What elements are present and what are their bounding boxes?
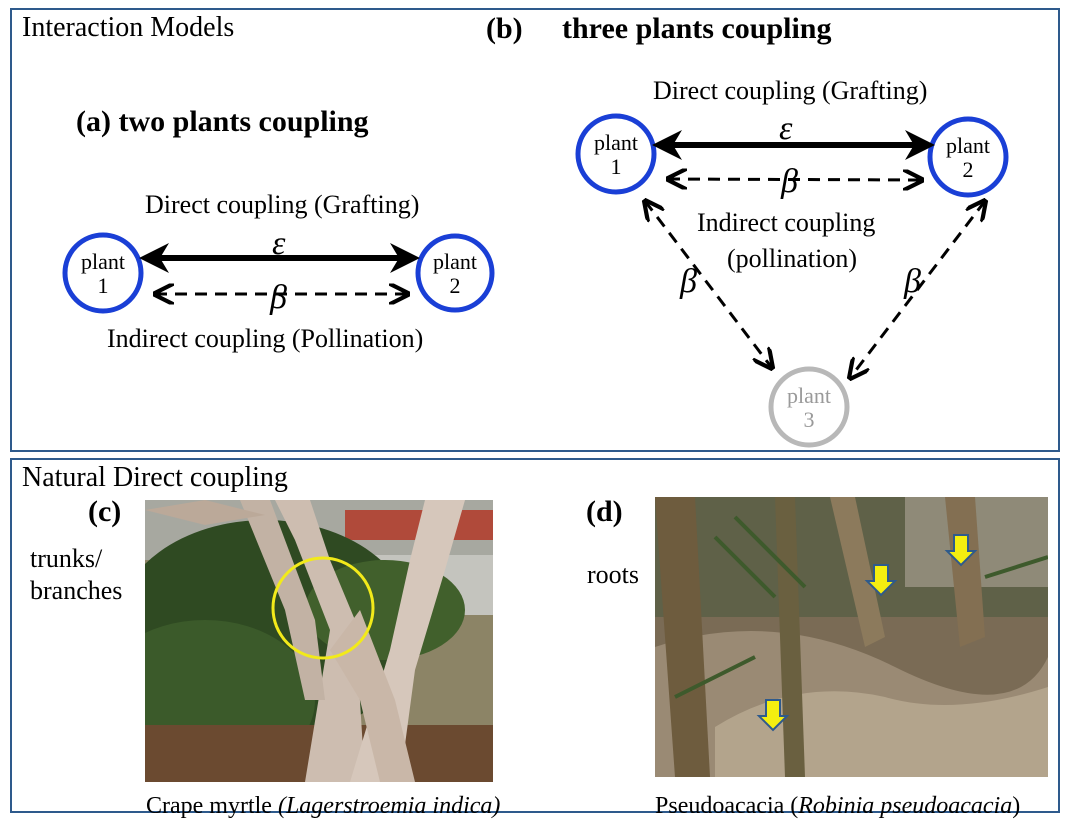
panel-c-letter: (c) — [88, 495, 122, 528]
panel-b-plant3-circle — [768, 366, 850, 448]
panel-a-direct-label: Direct coupling (Grafting) — [145, 190, 420, 219]
interaction-models-title: Interaction Models — [22, 12, 235, 43]
panel-d-caption: Pseudoacacia (Robinia pseudoacacia) — [655, 793, 1021, 819]
pseudoacacia-photo — [655, 497, 1048, 777]
panel-a-plant2-circle — [415, 233, 495, 313]
crape-myrtle-photo — [145, 500, 493, 782]
panel-c-side-label-1: trunks/ — [30, 544, 103, 573]
panel-b-heading: three plants coupling — [562, 12, 832, 45]
natural-coupling-panel — [10, 458, 1060, 813]
panel-b-heading-letter: (b) — [486, 12, 523, 45]
panel-c-caption: Crape myrtle (Lagerstroemia indica) — [146, 793, 501, 819]
panel-a-plant1-circle — [62, 232, 144, 314]
interaction-models-panel — [10, 8, 1060, 452]
panel-b-direct-label: Direct coupling (Grafting) — [653, 76, 928, 105]
panel-d-side-label: roots — [587, 560, 639, 589]
panel-b-indirect-arrow-top — [668, 179, 922, 180]
panel-d-letter: (d) — [586, 495, 623, 528]
natural-coupling-title: Natural Direct coupling — [22, 462, 288, 493]
panel-a-heading: (a) two plants coupling — [76, 105, 369, 138]
panel-a-indirect-label: Indirect coupling (Pollination) — [107, 324, 424, 353]
panel-c-side-label-2: branches — [30, 576, 123, 605]
panel-b-indirect-arrow-right — [850, 201, 985, 378]
panel-b-indirect-arrow-left — [645, 201, 772, 368]
